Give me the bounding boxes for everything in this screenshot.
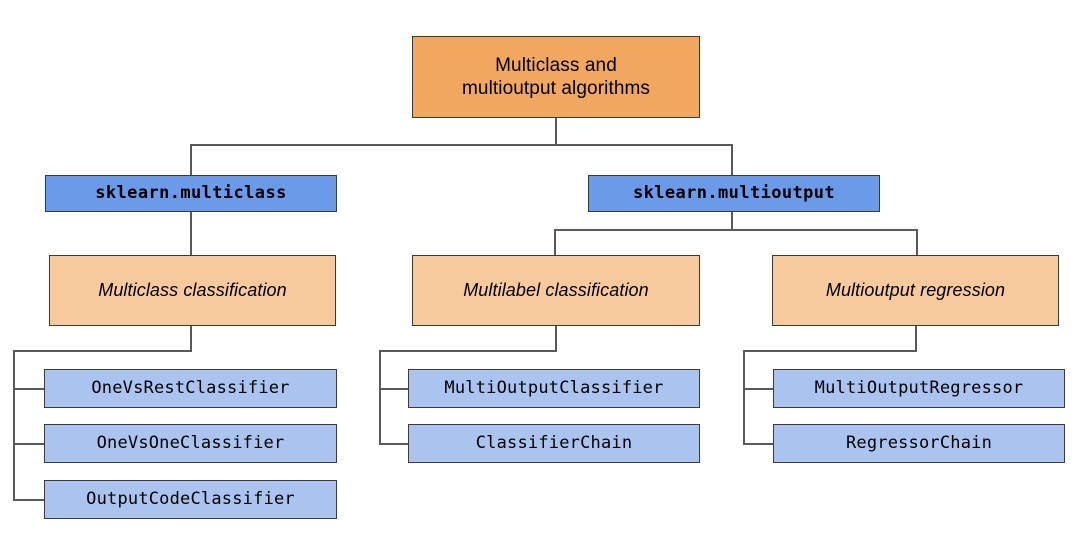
connector-rail-to-classifierchain [379,443,409,445]
node-leaf-multioutputregressor-label: MultiOutputRegressor [814,378,1024,399]
node-module-sklearn-multiclass-label: sklearn.multiclass [95,183,287,204]
connector-root-stem [555,118,557,146]
node-task-multilabel-classification[interactable]: Multilabel classification [412,255,700,326]
connector-task-multilabel-elbow [379,350,557,352]
node-leaf-onevsoneclassifier[interactable]: OneVsOneClassifier [44,424,337,463]
connector-rail-regression [743,350,745,444]
connector-rail-to-multioutputclassifier [379,388,409,390]
connector-rail-to-multioutputregressor [743,388,774,390]
connector-task-multilabel-stem [555,325,557,351]
connector-rail-to-regressorchain [743,443,774,445]
node-leaf-onevsrestclassifier-label: OneVsRestClassifier [91,378,290,399]
node-leaf-classifierchain[interactable]: ClassifierChain [408,424,700,463]
node-leaf-regressorchain[interactable]: RegressorChain [773,424,1065,463]
node-task-multioutput-regression-label: Multioutput regression [825,279,1006,300]
connector-rail-multiclass [13,350,15,500]
connector-task-multiclass-stem [190,325,192,351]
node-leaf-multioutputclassifier-label: MultiOutputClassifier [444,378,664,399]
connector-task-regression-elbow [743,350,917,352]
node-leaf-multioutputclassifier[interactable]: MultiOutputClassifier [408,369,700,408]
node-leaf-onevsrestclassifier[interactable]: OneVsRestClassifier [44,369,337,408]
connector-multioutput-to-regression [916,229,918,256]
node-leaf-outputcodeclassifier-label: OutputCodeClassifier [86,489,295,510]
connector-root-bus [190,144,732,146]
node-leaf-regressorchain-label: RegressorChain [845,433,993,454]
connector-multioutput-bus [554,229,917,231]
node-root-label-line2: multioutput algorithms [461,78,651,99]
connector-rail-to-onevsone [13,443,45,445]
node-leaf-onevsoneclassifier-label: OneVsOneClassifier [96,433,285,454]
connector-task-multiclass-elbow [13,350,192,352]
connector-task-regression-stem [915,325,917,351]
connector-root-to-multioutput [731,144,733,176]
connector-rail-multilabel [379,350,381,444]
node-module-sklearn-multioutput[interactable]: sklearn.multioutput [588,175,880,212]
node-leaf-outputcodeclassifier[interactable]: OutputCodeClassifier [44,480,337,519]
connector-root-to-multiclass [190,144,192,176]
node-module-sklearn-multiclass[interactable]: sklearn.multiclass [45,175,337,212]
node-root-multiclass-multioutput-algorithms[interactable]: Multiclass and multioutput algorithms [412,36,700,118]
node-leaf-classifierchain-label: ClassifierChain [475,433,633,454]
node-task-multiclass-classification[interactable]: Multiclass classification [49,255,336,326]
connector-multioutput-stem [731,211,733,231]
connector-multiclass-to-task [190,211,192,256]
connector-rail-to-onevsrest [13,388,45,390]
node-module-sklearn-multioutput-label: sklearn.multioutput [632,183,836,204]
node-task-multioutput-regression[interactable]: Multioutput regression [772,255,1059,326]
node-task-multilabel-classification-label: Multilabel classification [463,279,649,300]
node-task-multiclass-classification-label: Multiclass classification [98,279,287,300]
node-root-label-line1: Multiclass and [495,54,617,76]
node-leaf-multioutputregressor[interactable]: MultiOutputRegressor [773,369,1065,408]
connector-rail-to-outputcode [13,499,45,501]
connector-multioutput-to-multilabel [554,229,556,256]
